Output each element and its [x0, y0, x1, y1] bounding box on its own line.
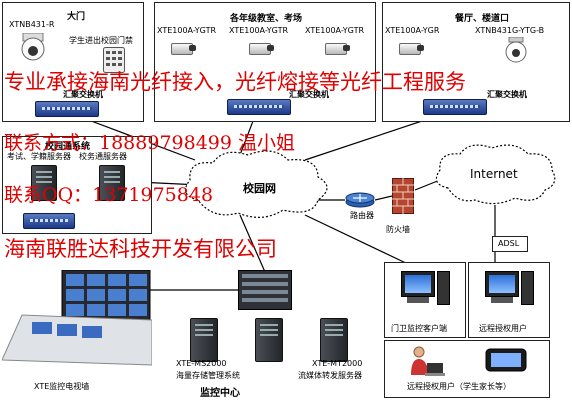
storage-server-desc: 海量存储管理系统	[176, 371, 240, 380]
internet-label: Internet	[470, 167, 518, 181]
router-icon	[345, 192, 375, 208]
bullet-camera-icon	[397, 41, 425, 55]
gate-title: 大门	[67, 12, 86, 22]
tv-wall-icon	[2, 270, 152, 366]
server-room-label-1: 考试、学籍服务器	[7, 152, 71, 161]
bullet-camera-icon	[169, 41, 197, 55]
firewall-label: 防火墙	[386, 225, 410, 234]
server-icon	[99, 165, 125, 201]
classrooms-section: 各年级教室、考场 XTE100A-YGTR XTE100A-YGTR XTE10…	[154, 2, 376, 122]
classroom-switch-icon	[227, 99, 291, 115]
gate-client-label: 门卫监控客户端	[391, 324, 447, 333]
overlay-service-text: 专业承接海南光纤接入，光纤熔接等光纤工程服务	[4, 70, 466, 94]
canteen-camera-model-1: XTE100A-YGR	[385, 26, 440, 35]
campus-network-cloud-icon	[184, 150, 328, 218]
gate-section: 大门 XTNB431-R 学生进出校园门禁 汇聚交换机	[2, 2, 144, 122]
campus-network-label: 校园网	[243, 182, 276, 195]
router-label: 路由器	[350, 211, 374, 220]
server-icon	[31, 165, 57, 201]
remote-parent-label: 远程授权用户（学生家长等）	[407, 382, 511, 391]
bullet-camera-icon	[323, 41, 351, 55]
overlay-company-text: 海南联胜达科技开发有限公司	[4, 237, 277, 261]
forward-server-desc: 流媒体转发服务器	[298, 371, 362, 380]
internet-cloud-icon	[435, 144, 556, 205]
dome-camera-icon	[21, 33, 45, 61]
server-room-switch-icon	[23, 213, 75, 229]
gate-switch-icon	[35, 101, 99, 117]
central-switch-icon	[238, 270, 292, 310]
monitoring-center-label: 监控中心	[200, 388, 240, 399]
canteen-title: 餐厅、楼道口	[455, 14, 510, 24]
tv-wall-label: XTE监控电视墙	[34, 382, 90, 391]
server-room-title: 校园通系统	[45, 142, 91, 152]
card-reader-label: 学生进出校园门禁	[69, 36, 133, 45]
adsl-box: ADSL	[492, 236, 528, 252]
canteen-switch-icon	[423, 99, 487, 115]
classroom-camera-model-2: XTE100A-YGTR	[229, 26, 289, 35]
server-room-label-2: 校务通服务器	[79, 152, 127, 161]
canteen-section: 餐厅、楼道口 XTE100A-YGR XTNB431G-YTG-B 汇聚交换机	[382, 2, 570, 122]
canteen-camera-model-2: XTNB431G-YTG-B	[475, 26, 545, 35]
remote-user-box: 远程授权用户	[468, 262, 550, 338]
keypad-icon	[103, 47, 125, 73]
bullet-camera-icon	[247, 41, 275, 55]
storage-server-icon	[190, 318, 218, 362]
classroom-switch-label: 汇聚交换机	[289, 90, 329, 99]
firewall-icon	[392, 178, 414, 214]
adsl-label: ADSL	[498, 239, 520, 248]
remote-parent-box: 远程授权用户（学生家长等）	[384, 340, 550, 398]
mobile-phone-icon	[485, 348, 527, 372]
gate-switch-label: 汇聚交换机	[63, 90, 103, 99]
classrooms-title: 各年级教室、考场	[230, 14, 303, 24]
server-room-section: 校园通系统 考试、学籍服务器 校务通服务器	[2, 136, 152, 234]
laptop-user-icon	[411, 346, 445, 376]
server-icon	[255, 318, 283, 362]
gate-client-box: 门卫监控客户端	[384, 262, 466, 338]
gate-camera-model: XTNB431-R	[9, 20, 55, 29]
overlay-contact-text: 联系方式：18889798499 温小姐	[4, 132, 296, 154]
canteen-switch-label: 汇聚交换机	[487, 90, 527, 99]
forward-server-icon	[320, 318, 348, 362]
ptz-camera-icon	[505, 37, 527, 63]
remote-user-label: 远程授权用户	[479, 324, 527, 333]
forward-server-model: XTE-MT2000	[312, 359, 363, 368]
overlay-qq-text: 联系QQ：1371975848	[4, 184, 214, 206]
classroom-camera-model-3: XTE100A-YGTR	[305, 26, 365, 35]
classroom-camera-model-1: XTE100A-YGTR	[157, 26, 217, 35]
storage-server-model: XTE-MS2000	[176, 359, 227, 368]
